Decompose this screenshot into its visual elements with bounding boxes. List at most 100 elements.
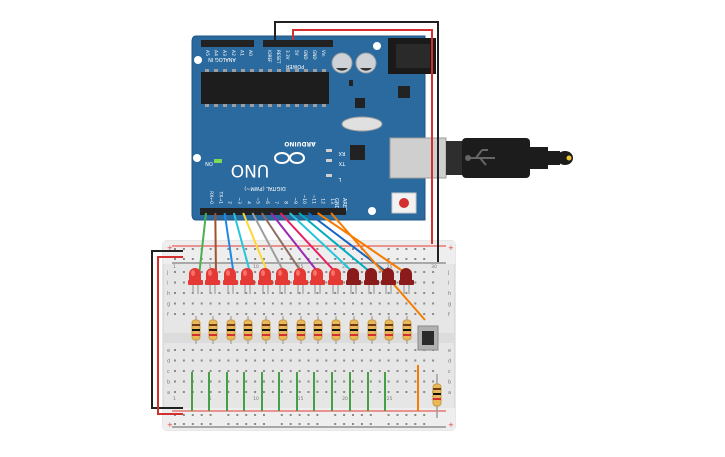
column-number: 20 [342,396,348,402]
rail-plus-label-bottom: + [167,421,173,429]
column-number: 25 [387,396,393,402]
analog-pin-label: A4 [213,50,219,56]
digital-wire[interactable] [223,212,235,277]
column-number: 30 [431,264,437,270]
left-power-jumper[interactable] [157,256,183,415]
led[interactable] [188,268,203,294]
analog-in-label: ANALOG IN [208,56,236,62]
ground-jumper-row[interactable] [191,372,386,411]
power-pin-label: GND [312,50,317,60]
left-ground-jumper[interactable] [151,250,183,409]
mount-hole [194,56,202,64]
led[interactable] [293,268,308,294]
crystal-oscillator [341,116,383,132]
analog-pin-label: A1 [238,50,244,56]
digital-label: DIGITAL (PWM~) [244,185,286,191]
aref-label: AREF [341,198,347,211]
led[interactable] [258,268,273,294]
row-label: d [167,359,170,365]
column-number: 5 [209,396,212,402]
row-label: c [167,369,170,375]
power-header[interactable] [263,40,333,47]
row-label: c [448,369,451,375]
analog-header[interactable] [201,40,254,47]
digital-wire[interactable] [270,212,322,277]
power-pin-label: 3.3V [285,50,290,60]
row-label: b [167,380,170,386]
led[interactable] [364,268,379,294]
led[interactable] [310,268,325,294]
rail-plus-label-right: + [448,244,454,252]
usb-port[interactable] [389,137,447,179]
digital-wire[interactable] [251,212,287,277]
digital-wire[interactable] [298,212,376,277]
digital-wire[interactable] [242,212,270,277]
led[interactable] [346,268,361,294]
power-pin-label: GND [303,50,308,60]
analog-pin-label: A0 [247,50,253,56]
row-label: f [167,312,169,318]
analog-pin-label: A5 [204,50,210,56]
row-label: d [448,359,451,365]
row-label: i [448,281,449,287]
digital-header[interactable] [200,208,346,215]
column-number: 10 [253,396,259,402]
digital-pin-label: 12 [320,198,326,204]
digital-pin-wires[interactable] [198,212,426,321]
on-label: ON [205,160,213,166]
led[interactable] [328,268,343,294]
usb-cable[interactable] [446,138,573,178]
row-label: i [167,281,168,287]
power-led [214,159,222,163]
row-label: b [448,380,451,386]
digital-wire[interactable] [317,212,411,277]
led[interactable] [240,268,255,294]
digital-pin-label: ~10 [301,195,307,205]
row-label: e [167,348,170,354]
pushbutton[interactable] [417,325,439,351]
reset-button-cap[interactable] [399,198,409,208]
power-label: POWER [285,63,304,69]
led[interactable] [223,268,238,294]
led-row[interactable] [188,268,414,294]
column-number: 1 [173,396,176,402]
led[interactable] [275,268,290,294]
digital-wire[interactable] [279,212,340,277]
resistor-row[interactable] [191,316,412,344]
led[interactable] [399,268,414,294]
row-label: f [448,312,450,318]
led[interactable] [205,268,220,294]
usb-chip [350,145,365,160]
digital-pin-label: 7 [273,201,279,204]
digital-pin-label: 2 [227,201,233,204]
mount-hole [368,207,376,215]
column-number: 10 [253,264,259,270]
digital-wire[interactable] [214,212,217,277]
row-label: g [448,302,451,308]
ground-wire-to-rail[interactable] [274,21,439,262]
microcontroller-chip [201,72,329,104]
pull-down-resistor[interactable] [432,374,442,418]
analog-pin-label: A3 [221,50,227,56]
digital-pin-label: ~5 [255,197,261,204]
power-pin-label: 5V [294,50,299,56]
led[interactable] [381,268,396,294]
column-number: 5 [209,264,212,270]
digital-wire[interactable] [198,212,207,277]
digital-wire[interactable] [232,212,252,277]
row-label: j [166,270,168,276]
column-number: 25 [387,264,393,270]
digital-wire[interactable] [289,212,358,277]
power-wire-to-rail[interactable] [292,29,433,244]
mount-hole [373,42,381,50]
l-label: L [338,176,341,182]
digital-wire[interactable] [260,212,305,277]
row-label: h [167,291,170,297]
button-signal-wire[interactable] [330,212,426,321]
mount-hole [193,154,201,162]
digital-pin-label: ~6 [264,197,270,204]
